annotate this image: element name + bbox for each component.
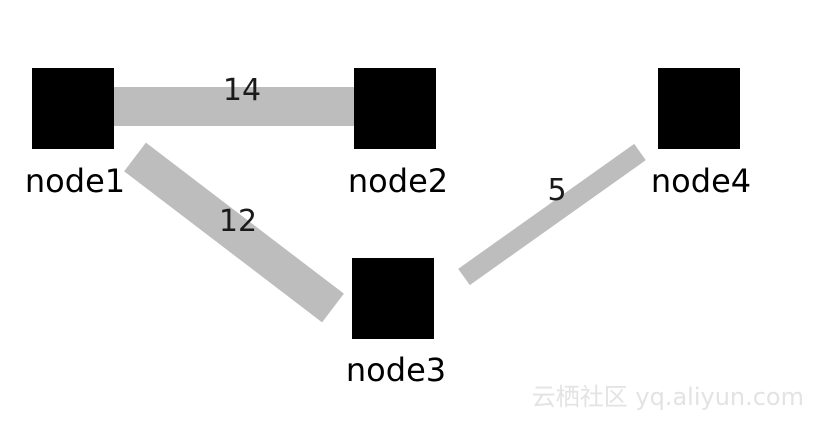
node1-label: node1 — [25, 162, 125, 200]
node3-box[interactable] — [352, 258, 434, 339]
node-labels: node1 node2 node3 node4 — [25, 162, 751, 389]
edge-node1-node2 — [114, 87, 356, 126]
edge-labels: 14 12 5 — [219, 73, 567, 239]
edge-weight-node1-node2: 14 — [223, 73, 261, 108]
edges — [114, 87, 646, 323]
node2-box[interactable] — [354, 68, 436, 149]
watermark: 云栖社区 yq.aliyun.com — [531, 383, 804, 411]
edge-weight-node3-node4: 5 — [547, 173, 566, 208]
node1-box[interactable] — [32, 68, 114, 149]
node4-box[interactable] — [658, 68, 740, 149]
node3-label: node3 — [346, 351, 446, 389]
edge-weight-node1-node3: 12 — [219, 204, 257, 239]
node4-label: node4 — [651, 162, 751, 200]
edge-node1-node3 — [124, 142, 344, 323]
edge-node3-node4 — [458, 143, 646, 286]
node2-label: node2 — [348, 162, 448, 200]
nodes — [32, 68, 740, 339]
